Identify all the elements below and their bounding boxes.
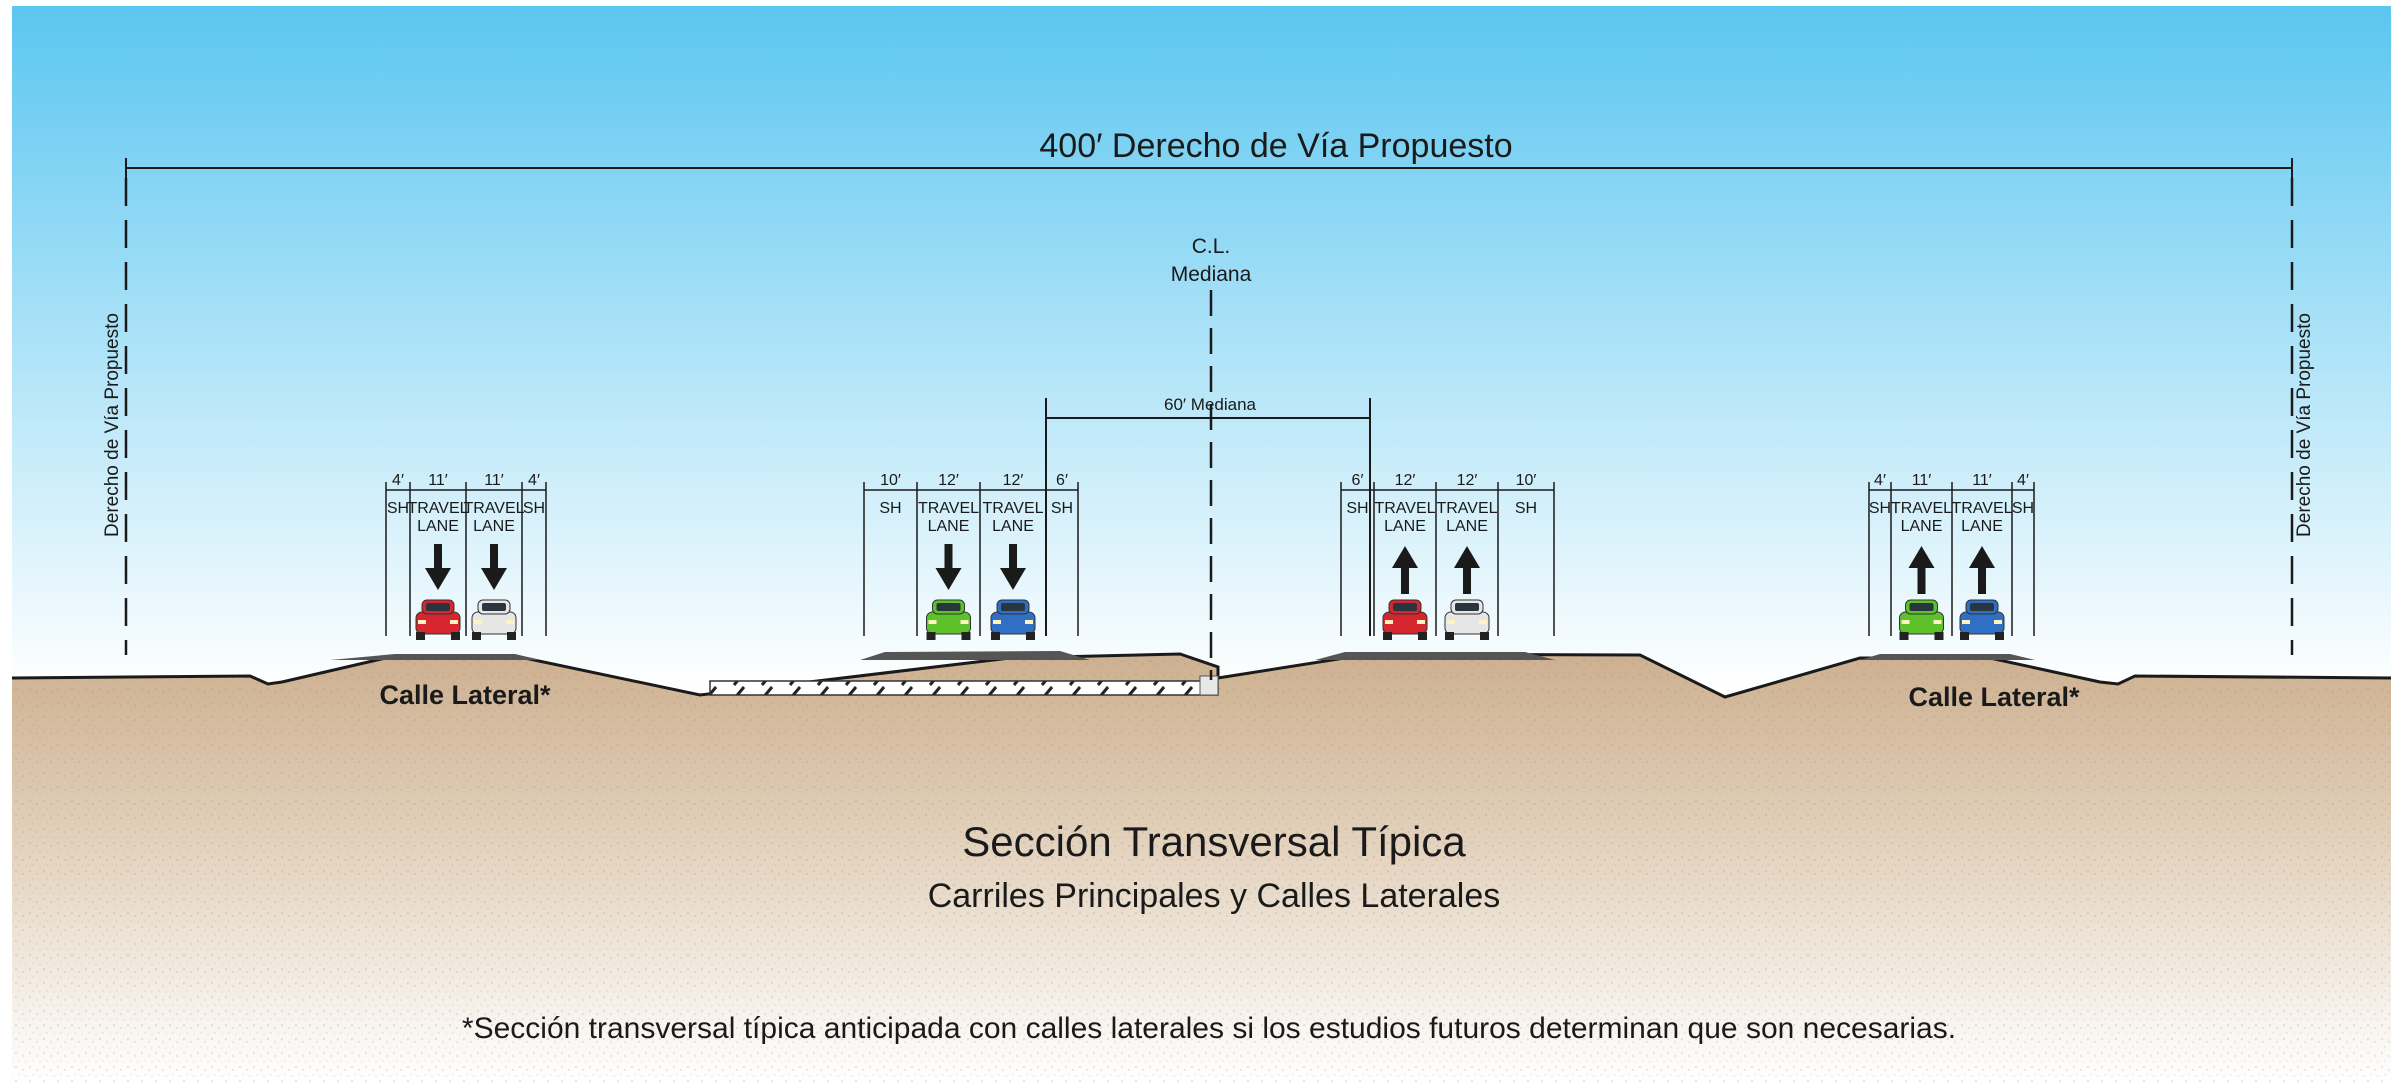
centerline: C.L. Mediana (1171, 235, 1252, 680)
direction-arrow-down-icon (425, 544, 451, 590)
centerline-label-2: Mediana (1171, 263, 1252, 286)
lane-type-label: SH (2012, 500, 2034, 517)
lane-type-label: TRAVEL (982, 500, 1043, 517)
subgrade-hatch (709, 680, 1219, 696)
lane-type-label: SH (879, 500, 901, 517)
pavement-frontage-left (330, 654, 540, 660)
lane-width-label: 11′ (1912, 472, 1932, 489)
row-side-label-right: Derecho de Vía Propuesto (2294, 313, 2315, 537)
lane-type-label: SH (1346, 500, 1368, 517)
centerline-label-1: C.L. (1192, 235, 1231, 258)
car-icon (1899, 599, 1944, 640)
direction-arrow-up-icon (1392, 546, 1418, 594)
lane-width-label: 10′ (1516, 472, 1537, 489)
median-width-label: 60′ Mediana (1164, 395, 1257, 414)
lane-width-label: 4′ (2017, 472, 2029, 489)
pavement-frontage-right (1860, 654, 2035, 660)
lane-type-label: TRAVEL (918, 500, 979, 517)
car-icon (926, 599, 971, 640)
lane-width-label: 11′ (1972, 472, 1992, 489)
pavement-main-left (860, 651, 1090, 660)
diagram-subtitle: Carriles Principales y Calles Laterales (928, 877, 1501, 915)
pavement-main-right (1315, 652, 1555, 660)
lane-type-label: LANE (1901, 518, 1943, 535)
lane-groups: 4′SH11′TRAVELLANE11′TRAVELLANE4′SH10′SH1… (385, 472, 2035, 640)
lane-type-label: SH (1515, 500, 1537, 517)
car-icon (1959, 599, 2005, 640)
frontage-label-left: Calle Lateral* (379, 680, 551, 710)
car-icon (415, 599, 461, 640)
lane-width-label: 4′ (392, 472, 404, 489)
lane-type-label: TRAVEL (1891, 500, 1952, 517)
lane-type-label: LANE (992, 518, 1034, 535)
diagram-title: Sección Transversal Típica (962, 818, 1466, 865)
frontage-label-right: Calle Lateral* (1908, 682, 2080, 712)
car-icon (990, 599, 1036, 640)
direction-arrow-down-icon (1000, 544, 1026, 590)
lane-type-label: TRAVEL (1436, 500, 1497, 517)
lane-type-label: LANE (1384, 518, 1426, 535)
lane-type-label: LANE (1961, 518, 2003, 535)
lane-type-label: SH (1869, 500, 1891, 517)
sky (12, 6, 2391, 686)
direction-arrow-down-icon (481, 544, 507, 590)
lane-type-label: TRAVEL (407, 500, 468, 517)
ground-speckle (12, 654, 2391, 1082)
lane-width-label: 11′ (428, 472, 448, 489)
row-dimension: 400′ Derecho de Vía Propuesto (125, 127, 2293, 178)
lane-type-label: LANE (928, 518, 970, 535)
lane-type-label: SH (523, 500, 545, 517)
ground-profile-line (11, 652, 2392, 699)
lane-width-label: 12′ (1003, 472, 1024, 489)
lane-width-label: 12′ (938, 472, 959, 489)
subgrade-block (1199, 675, 1219, 696)
lane-width-label: 12′ (1457, 472, 1478, 489)
lane-width-label: 6′ (1352, 472, 1364, 489)
lane-type-label: TRAVEL (1374, 500, 1435, 517)
car-icon (471, 599, 517, 640)
lane-type-label: LANE (1446, 518, 1488, 535)
lane-width-label: 6′ (1056, 472, 1068, 489)
lane-width-label: 10′ (880, 472, 901, 489)
lane-type-label: SH (387, 500, 409, 517)
row-side-label-left: Derecho de Vía Propuesto (102, 313, 123, 537)
car-icon (1382, 599, 1428, 640)
lane-type-label: LANE (417, 518, 459, 535)
car-icon (1444, 599, 1490, 640)
lane-type-label: LANE (473, 518, 515, 535)
lane-type-label: SH (1051, 500, 1073, 517)
lane-width-label: 4′ (1874, 472, 1886, 489)
lane-width-label: 12′ (1395, 472, 1416, 489)
footnote: *Sección transversal típica anticipada c… (462, 1012, 1956, 1045)
direction-arrow-up-icon (1454, 546, 1480, 594)
lane-width-label: 4′ (528, 472, 540, 489)
row-label: 400′ Derecho de Vía Propuesto (1039, 127, 1512, 165)
direction-arrow-up-icon (1908, 546, 1935, 594)
lane-type-label: TRAVEL (463, 500, 524, 517)
lane-width-label: 11′ (484, 472, 504, 489)
direction-arrow-up-icon (1969, 546, 1995, 594)
lane-type-label: TRAVEL (1951, 500, 2012, 517)
direction-arrow-down-icon (935, 544, 962, 590)
